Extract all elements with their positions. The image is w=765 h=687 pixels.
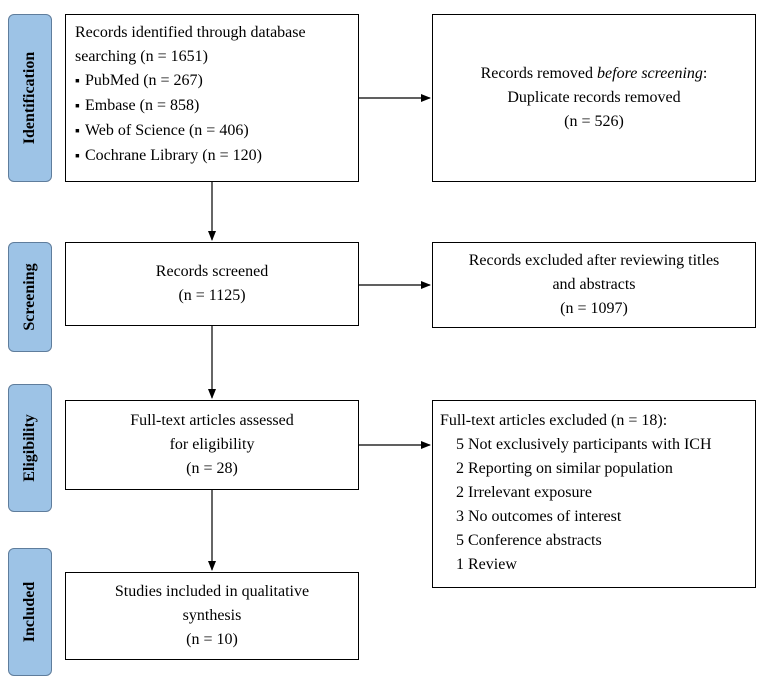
phase-eligibility-label: Eligibility (21, 414, 38, 482)
identification-line2: searching (n = 1651) (75, 48, 208, 65)
phase-identification: Identification (8, 14, 52, 182)
duplicates-removed-box: Records removed before screening: Duplic… (432, 14, 756, 182)
phase-included: Included (8, 548, 52, 676)
exclusion-reason: 2 Irrelevant exposure (456, 484, 592, 501)
screening-excluded-box: Records excluded after reviewing titles … (432, 242, 756, 328)
fulltext-excluded-header: Full-text articles excluded (n = 18): (440, 412, 668, 429)
excluded-screening-count: (n = 1097) (560, 300, 628, 317)
phase-screening-label: Screening (21, 263, 38, 331)
source-pubmed: PubMed (n = 267) (75, 69, 358, 94)
phase-included-label: Included (21, 581, 38, 643)
screened-count: (n = 1125) (178, 287, 246, 304)
phase-eligibility: Eligibility (8, 384, 52, 512)
removed-suffix: : (702, 65, 708, 82)
removed-line1: Records removed before screening: (481, 62, 708, 86)
source-cochrane: Cochrane Library (n = 120) (75, 144, 358, 169)
fulltext-line1: Full-text articles assessed (130, 412, 294, 429)
excluded-screening-line1: Records excluded after reviewing titles (468, 252, 720, 269)
included-line2: synthesis (182, 607, 242, 624)
phase-screening: Screening (8, 242, 52, 352)
identification-line1: Records identified through database (75, 24, 306, 41)
removed-prefix: Records removed (480, 65, 598, 82)
exclusion-reason: 5 Conference abstracts (456, 532, 602, 549)
fulltext-excluded-box: Full-text articles excluded (n = 18): 5 … (432, 400, 756, 588)
fulltext-assessed-box: Full-text articles assessed for eligibil… (65, 400, 359, 490)
fulltext-line2: for eligibility (169, 436, 255, 453)
excluded-screening-line2: and abstracts (552, 276, 636, 293)
exclusion-reason: 5 Not exclusively participants with ICH (456, 436, 712, 453)
removed-count: (n = 526) (564, 113, 624, 130)
source-web-of-science: Web of Science (n = 406) (75, 119, 358, 144)
records-screened-box: Records screened (n = 1125) (65, 242, 359, 326)
exclusion-reason: 2 Reporting on similar population (456, 460, 673, 477)
screened-line1: Records screened (155, 263, 269, 280)
phase-identification-label: Identification (21, 51, 38, 145)
exclusion-reason: 1 Review (456, 556, 517, 573)
studies-included-box: Studies included in qualitative synthesi… (65, 572, 359, 660)
removed-line2: Duplicate records removed (507, 89, 681, 106)
identification-box: Records identified through database sear… (65, 14, 359, 182)
exclusion-reason: 3 No outcomes of interest (456, 508, 622, 525)
included-line1: Studies included in qualitative (114, 583, 310, 600)
fulltext-count: (n = 28) (186, 460, 238, 477)
source-embase: Embase (n = 858) (75, 94, 358, 119)
included-count: (n = 10) (186, 631, 238, 648)
removed-emphasis: before screening (597, 65, 703, 82)
